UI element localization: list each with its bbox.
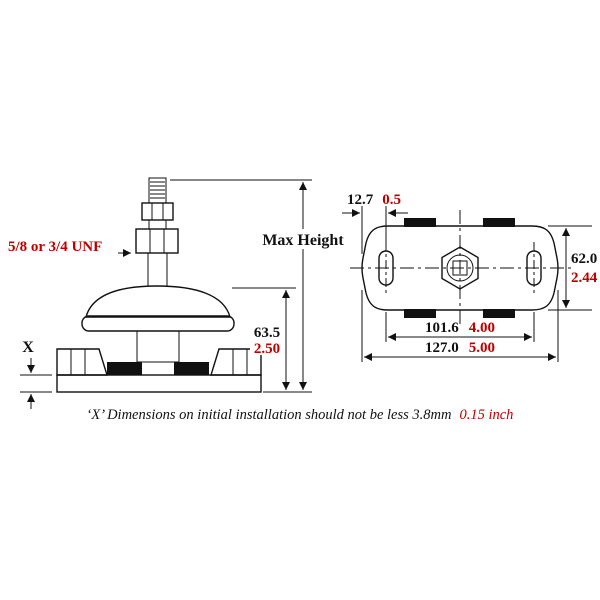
center-hex-nut xyxy=(441,246,479,290)
max-height-label: Max Height xyxy=(262,232,344,249)
edge-to-slot-metric: 12.7 xyxy=(347,192,374,208)
side-view: 5/8 or 3/4 UNF Max Height 63.5 2.50 X xyxy=(8,177,350,409)
slot-spacing-metric: 101.6 xyxy=(425,320,459,336)
stud-size-callout: 5/8 or 3/4 UNF xyxy=(8,239,131,257)
x-gap-label: X xyxy=(22,339,34,356)
edge-to-slot-inch: 0.5 xyxy=(382,192,401,208)
bottom-pad-2 xyxy=(483,309,515,318)
dome-rim xyxy=(81,315,235,332)
top-pad-2 xyxy=(483,218,515,227)
footnote-text: ‘X’ Dimensions on initial installation s… xyxy=(87,407,452,423)
svg-text:101.6 4.00: 101.6 4.00 xyxy=(425,319,495,336)
overall-length-inch: 5.00 xyxy=(469,340,495,356)
plate-width-inch: 2.44 xyxy=(571,270,598,286)
lock-nut xyxy=(135,228,179,254)
rubber-pad-left xyxy=(107,362,142,375)
plate-width-dimension: 62.0 2.44 xyxy=(548,225,598,311)
pedestal xyxy=(136,330,180,363)
top-pad-1 xyxy=(404,218,436,227)
top-view: 12.7 0.5 62.0 2.44 101.6 4.00 xyxy=(342,191,598,362)
height-dimension: 63.5 2.50 xyxy=(232,287,296,390)
mount-plate-outline xyxy=(361,225,559,311)
base-bracket xyxy=(56,348,262,393)
svg-text:127.0 5.00: 127.0 5.00 xyxy=(425,339,495,356)
overall-length-metric: 127.0 xyxy=(425,340,459,356)
slot-spacing-inch: 4.00 xyxy=(469,320,495,336)
upper-nut xyxy=(141,202,174,221)
mount-dome xyxy=(85,285,231,318)
threaded-stud xyxy=(148,177,167,204)
plate-width-metric: 62.0 xyxy=(571,251,597,267)
right-bolt-slot xyxy=(526,250,542,286)
svg-text:12.7 0.5: 12.7 0.5 xyxy=(347,191,401,208)
overall-length-dimension: 127.0 5.00 xyxy=(361,290,559,362)
edge-to-slot-dimension: 12.7 0.5 xyxy=(342,191,408,254)
stud-segment xyxy=(148,219,167,230)
height-inch: 2.50 xyxy=(254,341,280,357)
stud-size-label: 5/8 or 3/4 UNF xyxy=(8,239,102,255)
rubber-pad-right xyxy=(174,362,209,375)
height-metric: 63.5 xyxy=(254,325,280,341)
footnote-inch-text: 0.15 inch xyxy=(459,407,513,423)
installation-footnote: ‘X’ Dimensions on initial installation s… xyxy=(87,406,514,423)
left-bolt-slot xyxy=(378,250,394,286)
max-height-dimension: Max Height xyxy=(170,179,350,393)
bottom-pad-1 xyxy=(404,309,436,318)
stud-shaft xyxy=(147,252,168,287)
slot-spacing-dimension: 101.6 4.00 xyxy=(385,312,535,342)
x-gap-dimension: X xyxy=(20,339,52,409)
